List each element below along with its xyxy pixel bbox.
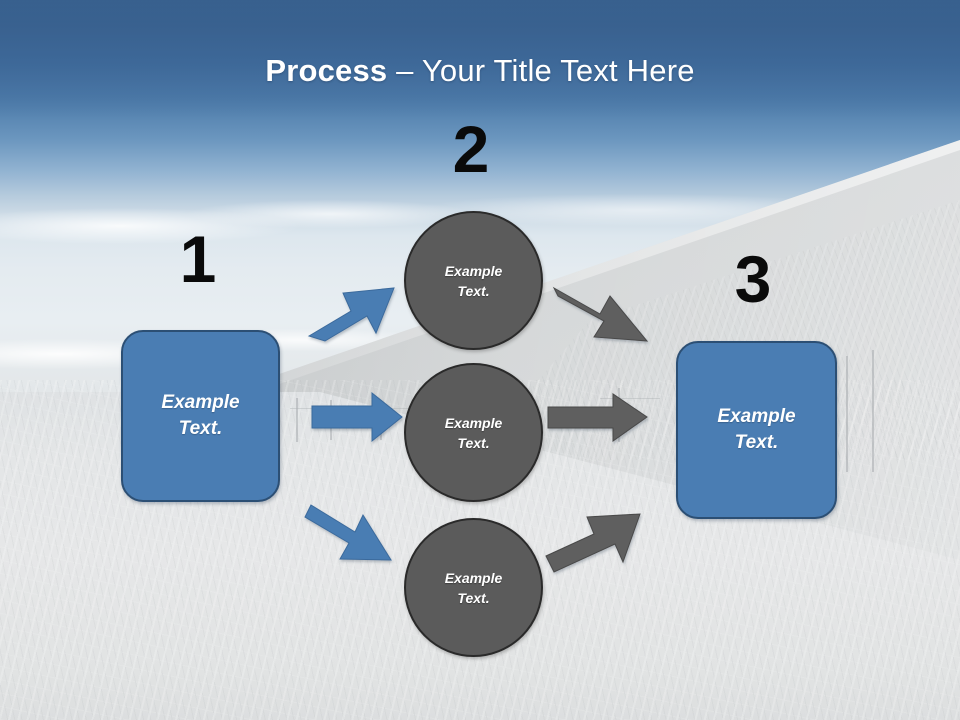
process-branch-circle-middle[interactable]: Example Text. — [404, 363, 543, 502]
step-number-3: 3 — [734, 242, 772, 316]
fence-post — [872, 350, 874, 472]
process-branch-circle-top[interactable]: Example Text. — [404, 211, 543, 350]
step-number-1: 1 — [179, 222, 217, 296]
process-branch-circle-bottom-label: Example Text. — [444, 569, 503, 606]
fence-post — [330, 400, 332, 440]
title-band — [0, 0, 960, 118]
fence-wire — [290, 408, 410, 409]
process-end-box-label: Example Text. — [717, 406, 796, 453]
process-start-box-label: Example Text. — [161, 392, 240, 439]
process-start-box[interactable]: Example Text. — [121, 330, 280, 502]
process-branch-circle-top-label: Example Text. — [444, 262, 503, 299]
process-branch-circle-bottom[interactable]: Example Text. — [404, 518, 543, 657]
title-rest: – Your Title Text Here — [387, 53, 695, 88]
fence-wire — [600, 398, 660, 399]
fence-post — [846, 356, 848, 472]
page-title: Process – Your Title Text Here — [0, 53, 960, 89]
fence-post — [618, 388, 620, 442]
process-branch-circle-middle-label: Example Text. — [444, 414, 503, 451]
fence-post — [296, 398, 298, 442]
title-strong: Process — [265, 53, 388, 88]
step-number-2: 2 — [452, 112, 490, 186]
process-end-box[interactable]: Example Text. — [676, 341, 837, 519]
